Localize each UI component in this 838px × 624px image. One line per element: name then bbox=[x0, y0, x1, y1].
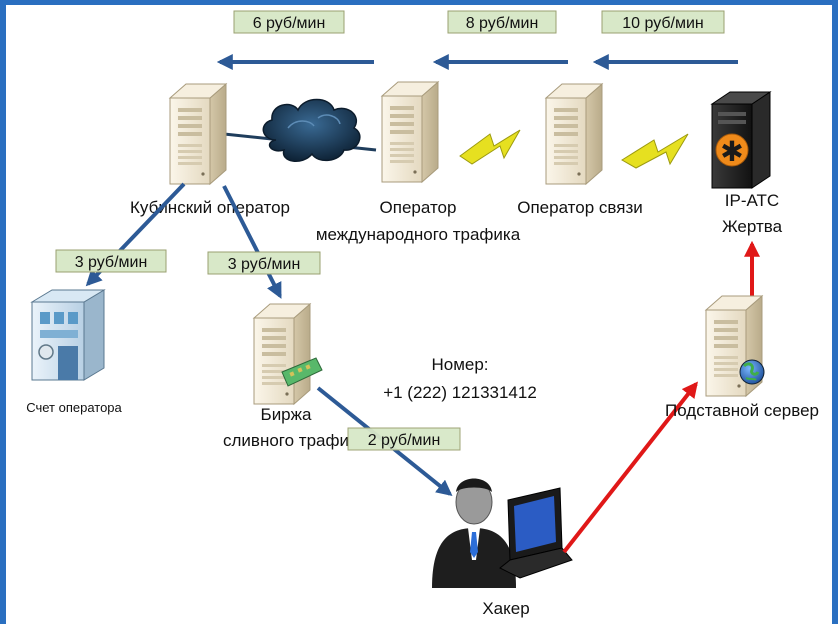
rate-label-6: 6 руб/мин bbox=[233, 10, 345, 34]
server-icon-carrier bbox=[545, 83, 603, 185]
globe-icon bbox=[739, 359, 765, 385]
network-card-icon bbox=[281, 357, 323, 387]
arrow-cuba-to-exchange bbox=[222, 185, 282, 299]
laptop-icon bbox=[499, 487, 573, 579]
phone-number-label: Номер: bbox=[431, 355, 488, 374]
node-label-proxy: Подставной сервер bbox=[665, 401, 819, 420]
node-label-intl-1: Оператор bbox=[380, 198, 457, 217]
pc-tower-icon: ✱ bbox=[710, 91, 772, 189]
asterisk-icon: ✱ bbox=[720, 135, 743, 168]
lightning-icon bbox=[621, 133, 689, 169]
rate-label-3a: 3 руб/мин bbox=[55, 249, 167, 273]
lightning-icon bbox=[459, 129, 521, 165]
frame-right bbox=[832, 0, 838, 624]
node-label-carrier: Оператор связи bbox=[517, 198, 642, 217]
node-label-intl-2: международного трафика bbox=[316, 225, 521, 244]
node-label-exchange-2: сливного трафи bbox=[223, 431, 349, 450]
server-icon-exchange bbox=[253, 303, 311, 405]
svg-text:10 руб/мин: 10 руб/мин bbox=[622, 15, 704, 32]
node-label-hacker: Хакер bbox=[482, 599, 529, 618]
node-label-pbx-2: Жертва bbox=[722, 217, 783, 236]
frame-left bbox=[0, 0, 6, 624]
server-icon-intl bbox=[381, 81, 439, 183]
building-icon bbox=[30, 289, 106, 381]
frame-top bbox=[0, 0, 838, 5]
cloud-icon bbox=[262, 98, 361, 162]
node-label-account: Счет оператора bbox=[26, 400, 122, 415]
svg-text:8 руб/мин: 8 руб/мин bbox=[466, 15, 539, 32]
node-label-pbx-1: IP-АТС bbox=[725, 191, 779, 210]
rate-label-10: 10 руб/мин bbox=[601, 10, 725, 34]
user-icon bbox=[432, 478, 516, 588]
svg-text:3 руб/мин: 3 руб/мин bbox=[228, 256, 301, 273]
arrow-hacker-to-proxy bbox=[562, 381, 698, 554]
phone-number-value: +1 (222) 121331412 bbox=[383, 383, 537, 402]
rate-label-3b: 3 руб/мин bbox=[207, 251, 321, 275]
node-label-cuba: Кубинский оператор bbox=[130, 198, 290, 217]
svg-text:3 руб/мин: 3 руб/мин bbox=[75, 254, 148, 271]
svg-text:2 руб/мин: 2 руб/мин bbox=[368, 432, 441, 449]
node-label-exchange-1: Биржа bbox=[261, 405, 312, 424]
svg-text:6 руб/мин: 6 руб/мин bbox=[253, 15, 326, 32]
rate-label-2: 2 руб/мин bbox=[347, 427, 461, 451]
server-icon-cuba bbox=[169, 83, 227, 185]
rate-label-8: 8 руб/мин bbox=[447, 10, 557, 34]
